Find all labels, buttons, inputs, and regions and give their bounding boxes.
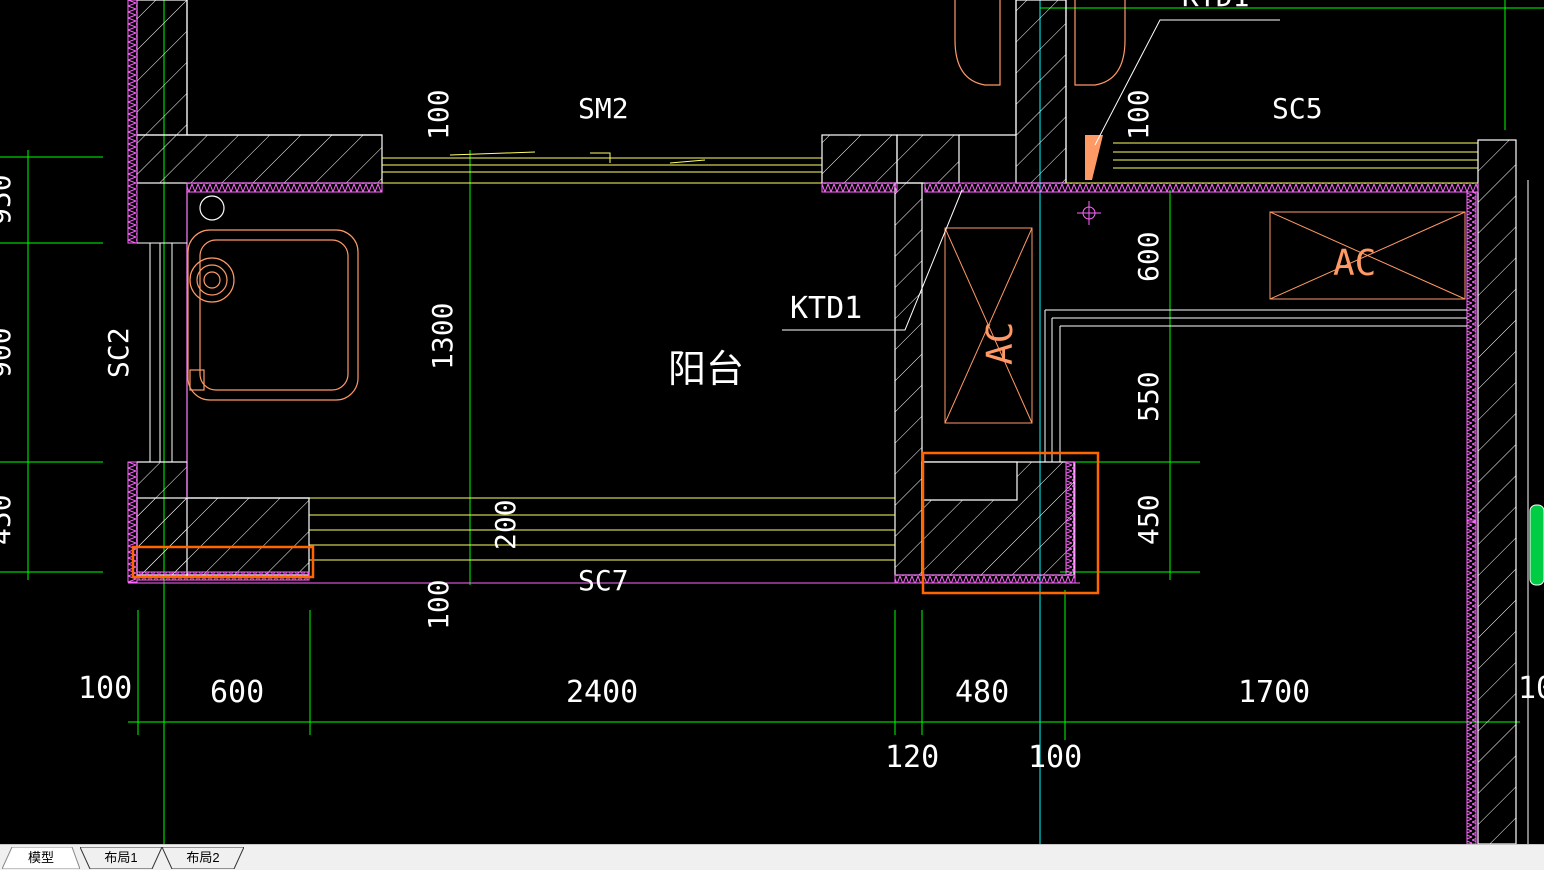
ac-unit-left bbox=[944, 227, 1033, 424]
dim-550: 550 bbox=[1132, 371, 1165, 422]
grid-lines bbox=[0, 0, 1544, 844]
vertical-dims: 100 100 1300 200 100 600 550 450 950 900… bbox=[0, 89, 1165, 630]
tab-model-label: 模型 bbox=[27, 850, 54, 865]
dim-bottom-1700: 1700 bbox=[1238, 675, 1310, 710]
labels: SM2 SC5 KTD1 KTD1 SC7 SC2 阳台 AC AC bbox=[102, 0, 1376, 597]
ac-unit-right bbox=[1269, 211, 1466, 300]
dim-bottom-600: 600 bbox=[210, 675, 264, 710]
tab-layout1-label: 布局1 bbox=[104, 850, 138, 865]
dim-100-below: 100 bbox=[422, 579, 455, 630]
windows bbox=[309, 142, 1478, 561]
label-ktd1-top: KTD1 bbox=[1182, 0, 1249, 13]
dim-1300: 1300 bbox=[426, 303, 459, 370]
drain-icon bbox=[199, 195, 225, 221]
dim-450-v: 450 bbox=[1132, 494, 1165, 545]
tab-layout2-label: 布局2 bbox=[186, 850, 220, 865]
dim-top-100-a: 100 bbox=[422, 89, 455, 140]
layout-tab-bar: 模型 布局1 布局2 bbox=[0, 844, 1544, 870]
tab-model[interactable]: 模型 bbox=[2, 847, 80, 869]
tab-layout1-shape bbox=[80, 847, 162, 869]
dim-bottom-100: 100 bbox=[78, 671, 132, 706]
dim-bottom-10: 10 bbox=[1518, 671, 1544, 706]
label-ac-right: AC bbox=[1333, 243, 1376, 284]
highlight-box-left[interactable] bbox=[131, 545, 315, 579]
washer-fixture bbox=[187, 229, 359, 401]
dim-left-900: 900 bbox=[0, 327, 17, 378]
tab-layout1[interactable]: 布局1 bbox=[80, 847, 162, 869]
tab-layout2[interactable]: 布局2 bbox=[162, 847, 244, 869]
room-label: 阳台 bbox=[668, 347, 744, 391]
tab-model-shape bbox=[2, 847, 80, 869]
dim-left-950: 950 bbox=[0, 174, 17, 225]
dim-600-v: 600 bbox=[1132, 231, 1165, 282]
dim-bottom-120: 120 bbox=[885, 740, 939, 775]
room-outline bbox=[137, 242, 1467, 463]
dim-bottom-100b: 100 bbox=[1028, 740, 1082, 775]
dim-top-100-b: 100 bbox=[1122, 89, 1155, 140]
highlight-box-right[interactable] bbox=[921, 451, 1100, 595]
label-ktd1: KTD1 bbox=[790, 291, 862, 326]
dim-left-450: 450 bbox=[0, 494, 17, 545]
dim-200: 200 bbox=[489, 499, 522, 550]
door-swing bbox=[954, 0, 1126, 86]
wall-outlines bbox=[186, 0, 1067, 499]
target-marker bbox=[1077, 201, 1101, 225]
right-edge-fixtures bbox=[1527, 180, 1544, 844]
bottom-dims: 100 600 2400 480 1700 120 100 10 bbox=[78, 671, 1544, 775]
tab-layout2-shape bbox=[162, 847, 244, 869]
label-sc5: SC5 bbox=[1272, 92, 1323, 125]
concrete-walls bbox=[136, 0, 1517, 844]
leader-lines bbox=[782, 19, 1280, 331]
vent-marker bbox=[1085, 135, 1103, 180]
label-sc7: SC7 bbox=[578, 564, 629, 597]
label-sm2: SM2 bbox=[578, 92, 629, 125]
label-sc2: SC2 bbox=[102, 327, 135, 378]
label-ac-left: AC bbox=[980, 322, 1021, 365]
wall-notch bbox=[921, 461, 1018, 501]
dim-bottom-480: 480 bbox=[955, 675, 1009, 710]
cad-drawing-canvas[interactable]: SM2 SC5 KTD1 KTD1 SC7 SC2 阳台 AC AC 100 1… bbox=[0, 0, 1544, 844]
finish-borders bbox=[127, 0, 1479, 844]
dim-bottom-2400: 2400 bbox=[566, 675, 638, 710]
